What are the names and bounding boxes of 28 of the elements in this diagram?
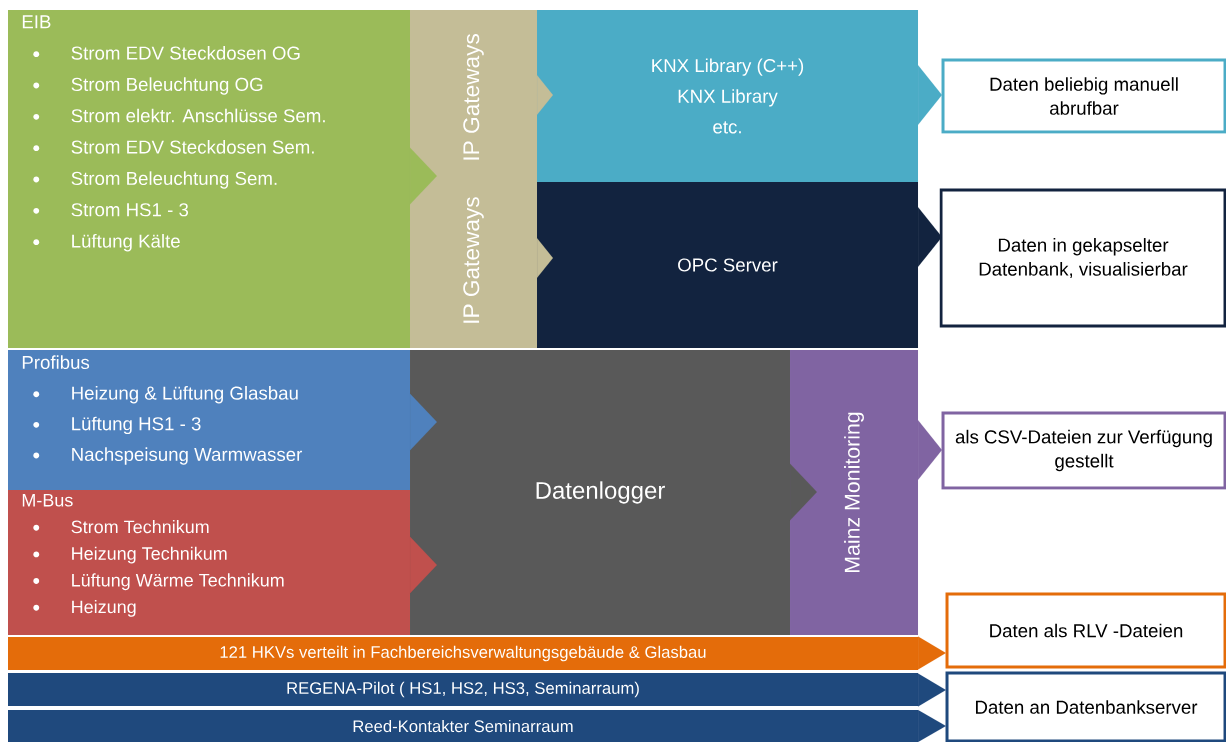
chevron-arrow	[535, 75, 553, 115]
chevron-block: EIB Strom EDV Steckdosen OG Strom Beleuchtung OG Strom elektr. Anschlüsse Sem. Strom EDV Steckdosen Sem. Strom Beleuchtung Sem. Strom HS1 - 3 Lüftung Kälte	[8, 10, 410, 348]
chevron-band: Mainz Monitoring	[790, 350, 918, 635]
chevron-block: Datenlogger	[410, 350, 790, 635]
output-box: Daten als RLV -Dateien	[945, 592, 1226, 669]
chevron-arrow	[916, 673, 946, 707]
chevron-arrow	[916, 65, 942, 125]
node-label: Reed-Kontakter Seminarraum	[353, 719, 573, 733]
node-label: 121 HKVs verteilt in Fachbereichsverwaltungsgebäude & Glasbau	[220, 645, 706, 662]
chevron-block: Profibus Heizung & Lüftung Glasbau Lüftung HS1 - 3 Nachspeisung Warmwasser	[8, 350, 410, 490]
output-box: als CSV-Dateien zur Verfügung gestellt	[941, 411, 1226, 490]
chevron-arrow	[408, 147, 437, 205]
chevron-arrow	[535, 238, 553, 278]
output-box: Daten beliebig manuell abrufbar	[941, 58, 1226, 134]
chevron-arrow	[408, 393, 437, 451]
chevron-block: M-Bus Strom Technikum Heizung Technikum Lüftung Wärme Technikum Heizung	[8, 490, 410, 635]
chevron-arrow	[408, 536, 437, 594]
chevron-block: KNX Library (C++) KNX Library etc.	[537, 10, 918, 182]
output-box: Daten in gekapselter Datenbank, visualisierbar	[939, 188, 1226, 328]
chevron-block: OPC Server	[537, 182, 918, 348]
output-box: Daten an Datenbankserver	[945, 671, 1226, 742]
chevron-arrow	[788, 463, 817, 521]
chevron-arrow	[916, 207, 942, 267]
gateway-band: IP Gateways IP Gateways	[410, 10, 537, 348]
node-label: REGENA-Pilot ( HS1, HS2, HS3, Seminarraum)	[287, 681, 639, 698]
chevron-arrow	[916, 710, 946, 742]
chevron-arrow	[916, 636, 946, 670]
chevron-arrow	[916, 420, 942, 480]
